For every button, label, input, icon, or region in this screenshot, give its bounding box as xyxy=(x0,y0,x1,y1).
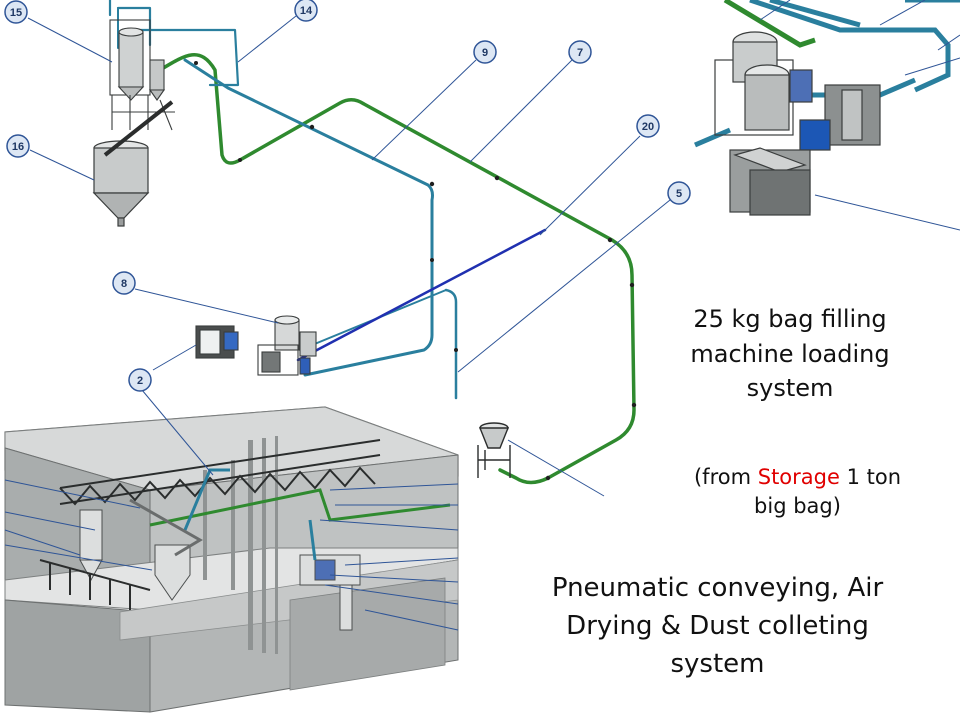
leader-lines xyxy=(4,15,671,631)
source-note: (from Storage 1 ton big bag) xyxy=(655,463,940,521)
source-note-rest: 1 ton xyxy=(839,465,902,489)
callout-8: 8 xyxy=(112,271,136,295)
air-drying-equipment-detail xyxy=(694,0,960,235)
callout-15: 15 xyxy=(4,0,28,24)
bag-filling-title: 25 kg bag filling machine loading system xyxy=(640,302,940,406)
source-note-open: (from xyxy=(693,465,758,489)
source-note-line-1: (from Storage 1 ton xyxy=(655,463,940,492)
system-caption: Pneumatic conveying, Air Drying & Dust c… xyxy=(515,570,920,684)
source-note-line-2: big bag) xyxy=(754,493,841,518)
callout-16-label: 16 xyxy=(12,141,24,153)
callout-8-label: 8 xyxy=(121,278,127,290)
callout-2-label: 2 xyxy=(137,375,143,387)
callout-7-label: 7 xyxy=(577,47,583,59)
callout-5-label: 5 xyxy=(676,188,682,200)
piping-network xyxy=(108,0,636,485)
callout-9: 9 xyxy=(473,40,497,64)
callout-20-label: 20 xyxy=(642,121,654,133)
callout-2: 2 xyxy=(128,368,152,392)
callout-16: 16 xyxy=(6,134,30,158)
storage-silo-group xyxy=(92,19,175,227)
callout-7: 7 xyxy=(568,40,592,64)
callout-9-label: 9 xyxy=(482,47,488,59)
callout-14-label: 14 xyxy=(300,5,313,17)
bag-filling-unit xyxy=(195,315,317,376)
building-cutaway xyxy=(4,406,459,713)
big-bag-station xyxy=(477,422,511,478)
callout-15-label: 15 xyxy=(10,7,22,19)
system-caption-line-3: system xyxy=(670,648,765,679)
system-caption-line-1: Pneumatic conveying, Air xyxy=(551,573,884,603)
source-note-storage: Storage xyxy=(757,465,840,489)
bag-filling-title-line-2: machine loading xyxy=(690,339,890,368)
pipe-joints xyxy=(194,61,637,481)
callout-14: 14 xyxy=(294,0,318,22)
bag-filling-title-line-1: 25 kg bag filling xyxy=(693,305,887,333)
system-caption-line-2: Drying & Dust colleting xyxy=(566,610,869,641)
bag-filling-title-line-3: system xyxy=(746,374,834,403)
callout-20: 20 xyxy=(636,114,660,138)
callout-5: 5 xyxy=(667,181,691,205)
